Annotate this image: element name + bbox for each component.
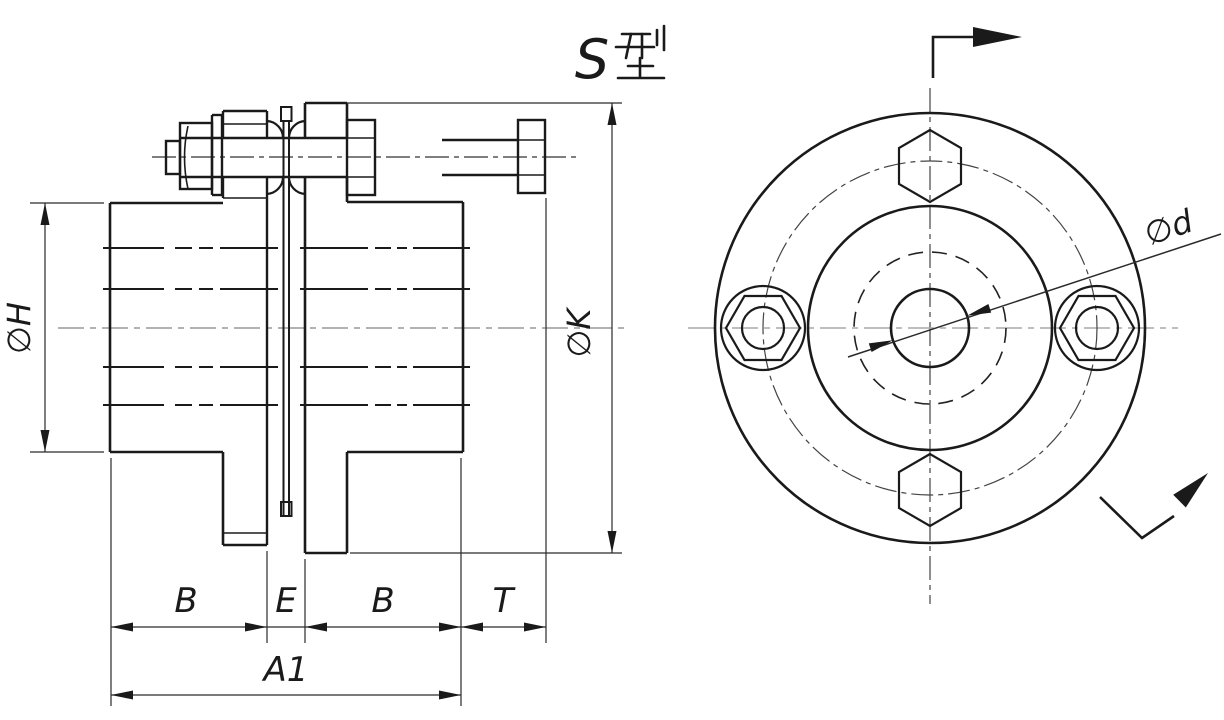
front-view: ∅d xyxy=(688,27,1222,604)
hub-flange-circle xyxy=(806,204,1054,452)
arrowhead-right xyxy=(967,304,992,316)
dim-label-b-left: B xyxy=(174,581,197,621)
hex-bolt-bottom xyxy=(897,452,963,528)
arrowhead-down xyxy=(607,531,617,553)
nut-chamfer-arc xyxy=(183,125,189,190)
section-arrow-bottom xyxy=(1099,473,1208,540)
arrowhead-down xyxy=(40,430,50,452)
bore-hole-circle xyxy=(889,287,971,369)
arrowhead-left xyxy=(868,340,893,352)
type-label: S xyxy=(575,24,666,91)
hex-bolt-right xyxy=(1053,284,1141,372)
diaphragm-pack xyxy=(280,106,293,517)
dim-label-bore-diameter: ∅d xyxy=(1140,202,1198,254)
xing-character-glyph xyxy=(614,24,666,80)
extension-lines xyxy=(30,102,622,706)
dim-overall-a1: A1 xyxy=(111,650,461,700)
dim-hub-diameter: ∅H xyxy=(0,203,50,452)
flange-outer-circle xyxy=(713,111,1147,545)
dim-label-b-right: B xyxy=(371,581,394,621)
left-hub-outline xyxy=(108,201,267,547)
far-side-bolt xyxy=(442,118,547,195)
dim-flange-diameter: ∅K xyxy=(560,103,617,553)
type-label-s: S xyxy=(575,28,609,91)
dimensions: ∅H ∅K B E B T xyxy=(0,102,622,706)
dim-label-flange-diameter: ∅K xyxy=(560,306,598,358)
hub-bore-lines xyxy=(103,247,470,406)
dim-label-hub-diameter: ∅H xyxy=(0,302,38,354)
dim-bore-diameter: ∅d xyxy=(847,202,1222,358)
hex-bolt-top xyxy=(897,128,963,204)
arrowhead-up xyxy=(607,103,617,125)
hidden-circle xyxy=(853,251,1007,405)
right-hub-outline xyxy=(347,200,465,454)
bolt-circle-centerline xyxy=(762,160,1098,496)
hex-bolt-left xyxy=(719,284,807,372)
diaphragm-clamp-arcs xyxy=(266,119,306,196)
bolt-head xyxy=(345,118,377,197)
dim-chain-bebt: B E B T xyxy=(111,581,546,632)
section-arrow-top xyxy=(931,27,1022,78)
dim-label-t: T xyxy=(493,581,516,621)
side-section-view: ∅H ∅K B E B T xyxy=(0,101,628,706)
dim-label-a1: A1 xyxy=(262,650,309,690)
arrowhead-up xyxy=(40,203,50,225)
clamp-bolt-assembly xyxy=(164,113,377,197)
far-bolt-head xyxy=(516,118,547,195)
dim-label-gap-e: E xyxy=(275,581,297,621)
